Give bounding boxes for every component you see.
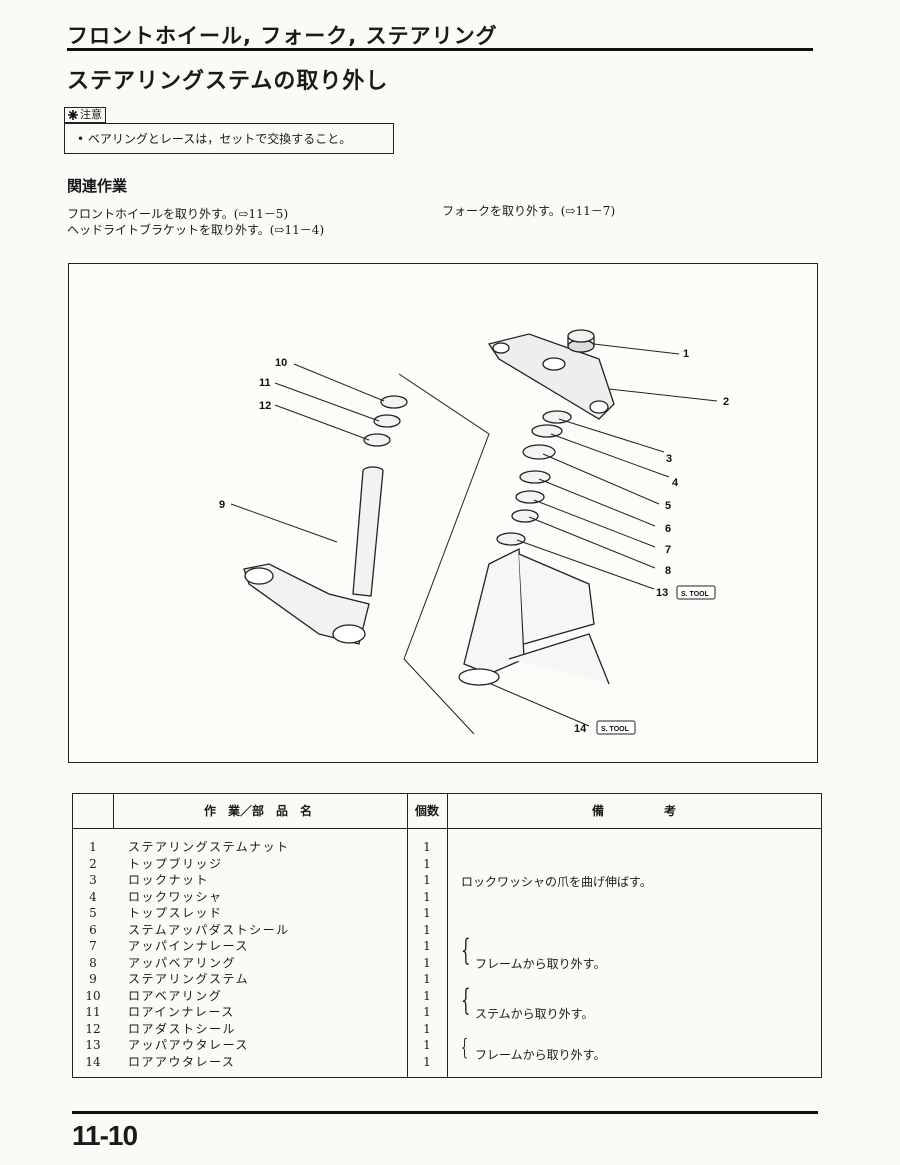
column-divider xyxy=(113,794,114,828)
caution-tag-label: 注意 xyxy=(80,108,102,121)
related-item: フォークを取り外す。(⇨11－7) xyxy=(442,204,616,218)
header-divider xyxy=(73,828,821,829)
brace-icon: { xyxy=(461,1036,468,1061)
footer-rule xyxy=(72,1111,818,1114)
upper-parts-stack xyxy=(496,410,572,546)
header-rule xyxy=(67,48,813,51)
column-divider xyxy=(447,794,448,1077)
related-item: ヘッドライトブラケットを取り外す。(⇨11－4) xyxy=(67,223,325,237)
callout-11: 11 xyxy=(259,377,271,389)
callout-1: 1 xyxy=(683,348,689,360)
steering-stem xyxy=(243,466,384,645)
lower-parts-stack xyxy=(363,395,408,447)
callout-14: 14 xyxy=(574,723,587,735)
special-tool-tag: S. TOOL xyxy=(676,585,716,600)
frame-head-tube xyxy=(458,547,610,686)
caution-tag: 注意 xyxy=(64,107,106,123)
callout-4: 4 xyxy=(672,477,679,489)
leader-lines xyxy=(230,343,718,727)
top-bridge xyxy=(487,333,615,420)
caution-box: • ベアリングとレースは，セットで交換すること。 xyxy=(64,123,394,154)
callout-5: 5 xyxy=(665,500,671,512)
callout-12: 12 xyxy=(259,400,271,412)
remark-row-3: ロックワッシャの爪を曲げ伸ばす。 xyxy=(461,875,652,889)
stem-nut xyxy=(567,329,595,353)
exploded-diagram: 1 2 3 4 5 6 7 8 9 10 11 12 13 14 S. TOOL… xyxy=(68,263,818,763)
header-part-name: 作 業／部 品 名 xyxy=(203,804,312,818)
caution-asterisk-icon xyxy=(68,110,78,120)
assembly-divider xyxy=(398,373,490,735)
caution-text: • ベアリングとレースは，セットで交換すること。 xyxy=(77,132,352,146)
callout-8: 8 xyxy=(665,565,671,577)
callout-13: 13 xyxy=(656,587,668,599)
brace-icon: { xyxy=(461,983,471,1018)
callout-2: 2 xyxy=(723,396,729,408)
column-divider xyxy=(407,794,408,1077)
remark-group-7-9: フレームから取り外す。 xyxy=(475,957,606,971)
remark-group-13-14: フレームから取り外す。 xyxy=(475,1048,606,1062)
callout-6: 6 xyxy=(665,523,671,535)
section-title: フロントホイール, フォーク, ステアリング xyxy=(67,24,498,48)
callout-10: 10 xyxy=(275,357,287,369)
remark-group-10-12: ステムから取り外す。 xyxy=(475,1007,594,1021)
tool-label: S. TOOL xyxy=(681,591,710,598)
brace-icon: { xyxy=(461,933,471,968)
header-remarks: 備 考 xyxy=(591,804,676,818)
special-tool-tag: S. TOOL xyxy=(596,720,636,735)
callout-7: 7 xyxy=(665,544,671,556)
tool-label: S. TOOL xyxy=(601,726,630,733)
steering-stem-diagram: 1 2 3 4 5 6 7 8 9 10 11 12 13 14 S. TOOL… xyxy=(219,329,729,735)
related-work-title: 関連作業 xyxy=(67,177,128,195)
callout-9: 9 xyxy=(219,499,225,511)
header-qty: 個数 xyxy=(414,804,439,818)
page-title: ステアリングステムの取り外し xyxy=(67,69,389,94)
callout-3: 3 xyxy=(666,453,672,465)
page-number: 11-10 xyxy=(72,1120,138,1151)
related-item: フロントホイールを取り外す。(⇨11－5) xyxy=(67,207,289,221)
